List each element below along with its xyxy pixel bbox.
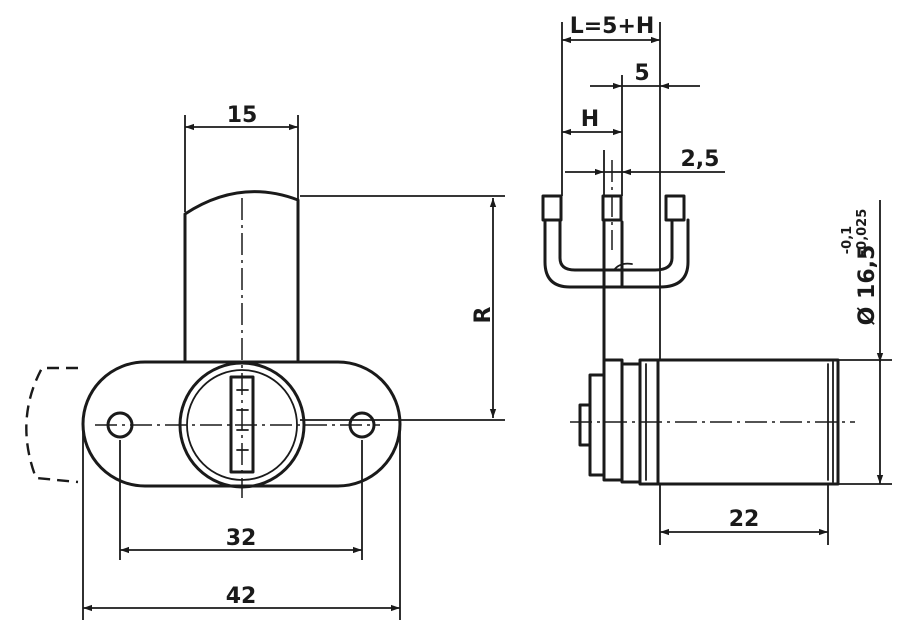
- dim-thickness: 2,5: [681, 147, 720, 172]
- u-bracket-outer: [543, 218, 690, 289]
- front-view: 15 R 32 42: [25, 103, 505, 620]
- cam-plate: [602, 220, 624, 362]
- key-head: [578, 403, 592, 447]
- dim-radius: R: [471, 306, 496, 323]
- dim-offset-5: 5: [634, 61, 649, 86]
- bracket-tab-left: [541, 194, 563, 222]
- dim-cam-width: 15: [227, 103, 258, 128]
- dim-length-formula: L=5+H: [570, 14, 655, 39]
- dim-tolerance-upper: -0,1: [840, 226, 855, 254]
- nut-ring: [620, 362, 642, 484]
- dim-diameter: Ø 16,5: [855, 245, 880, 326]
- cam-bar: [183, 190, 300, 362]
- dim-mount-H: H: [581, 107, 599, 132]
- flange-side: [602, 358, 624, 482]
- dim-flange-width: 42: [226, 584, 257, 609]
- bracket-tab-right: [664, 194, 686, 222]
- side-view: L=5+H 5 H 2,5 22 Ø 16,5 -0,1 -0,025: [541, 14, 892, 545]
- dim-tolerance-lower: -0,025: [855, 209, 870, 256]
- washer-plate: [588, 373, 606, 477]
- dim-body-length: 22: [729, 507, 760, 532]
- cam-dashed-position: [25, 366, 79, 484]
- u-bracket-inner: [558, 218, 674, 272]
- dim-hole-spacing: 32: [226, 526, 257, 551]
